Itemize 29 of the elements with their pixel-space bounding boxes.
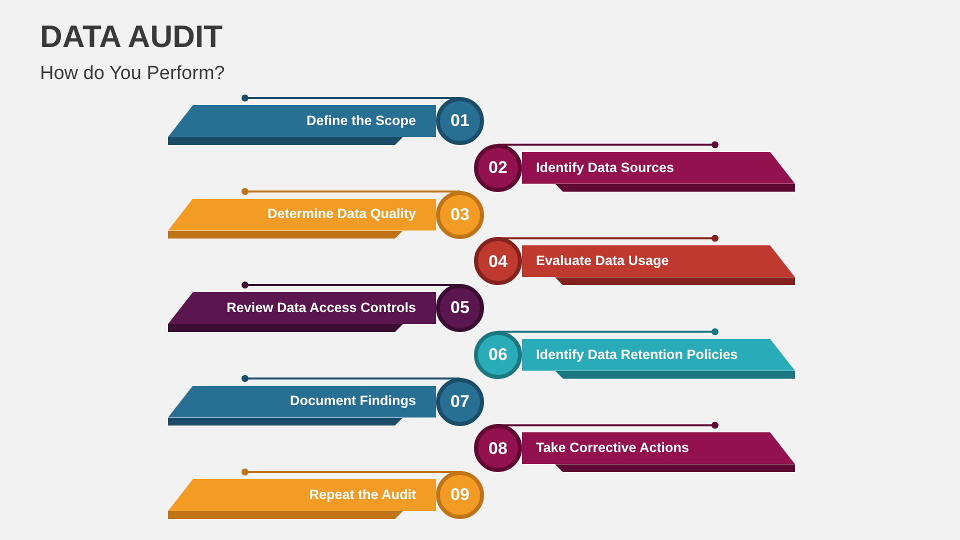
- step-label: Review Data Access Controls: [226, 298, 416, 317]
- step-banner: [168, 479, 436, 511]
- step-banner: [522, 152, 795, 184]
- step-banner: [168, 386, 436, 418]
- step-label: Identify Data Sources: [536, 158, 674, 177]
- step-label: Repeat the Audit: [309, 486, 416, 504]
- title: DATA AUDIT: [40, 18, 223, 56]
- step-banner: [168, 105, 436, 137]
- step-number: 08: [488, 438, 508, 460]
- step-banner: [168, 198, 436, 230]
- step-label: Identify Data Retention Policies: [536, 346, 738, 364]
- step-label: Determine Data Quality: [267, 205, 416, 224]
- step-banner: [522, 245, 795, 278]
- step-number: 01: [450, 110, 470, 132]
- step-banner: [522, 338, 795, 371]
- step-label: Evaluate Data Usage: [536, 252, 669, 270]
- step-banner: [168, 292, 436, 324]
- step-number: 05: [450, 297, 470, 320]
- step-label: Define the Scope: [306, 112, 416, 130]
- step-number: 04: [488, 250, 508, 272]
- step-label: Take Corrective Actions: [536, 439, 690, 458]
- step-number: 09: [450, 484, 470, 506]
- step-label: Document Findings: [290, 392, 416, 410]
- step-number: 03: [450, 204, 470, 226]
- subtitle: How do You Perform?: [40, 62, 225, 86]
- step-banner: [522, 432, 795, 464]
- step-number: 06: [488, 344, 508, 366]
- step-number: 07: [450, 390, 470, 413]
- step-number: 02: [488, 157, 508, 179]
